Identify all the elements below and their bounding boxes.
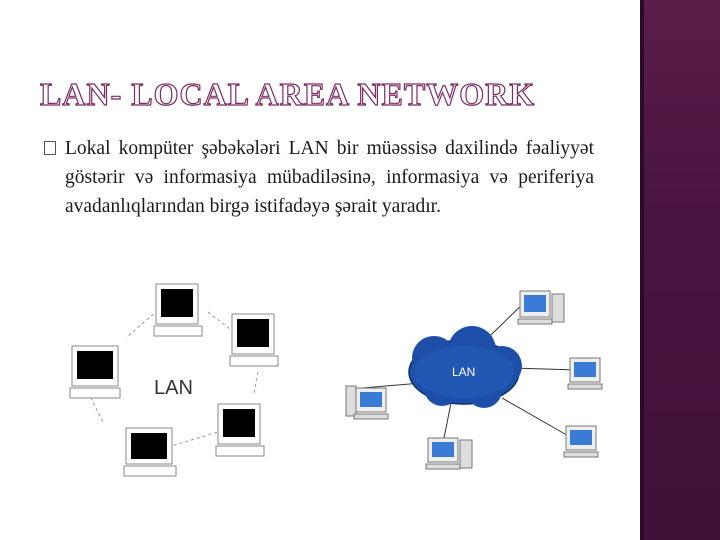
computer-icon [345, 385, 389, 420]
cloud-lan-label: LAN [452, 365, 475, 379]
computer-icon [517, 290, 565, 325]
bullet-text: Lokal kompüter şəbəkələri LAN bir müəssi… [65, 138, 594, 217]
lan-ring-diagram: LAN [69, 283, 279, 477]
computer-icon [567, 357, 603, 390]
computer-icon [563, 425, 599, 458]
lan-cloud-diagram: LAN [345, 290, 603, 470]
computer-icon [215, 403, 265, 457]
computer-icon [229, 313, 279, 367]
slide-title: LAN- LOCAL AREA NETWORK [39, 75, 536, 112]
computer-icon [425, 437, 473, 470]
lan-label: LAN [154, 377, 193, 399]
bullet-item: Lokal kompüter şəbəkələri LAN bir müəssi… [44, 134, 594, 221]
cloud-icon [408, 326, 522, 408]
decorative-sidebar [640, 0, 720, 540]
bullet-box-icon [44, 141, 56, 155]
computer-icon [123, 427, 177, 477]
computer-icon [69, 345, 121, 399]
computer-icon [153, 283, 203, 337]
